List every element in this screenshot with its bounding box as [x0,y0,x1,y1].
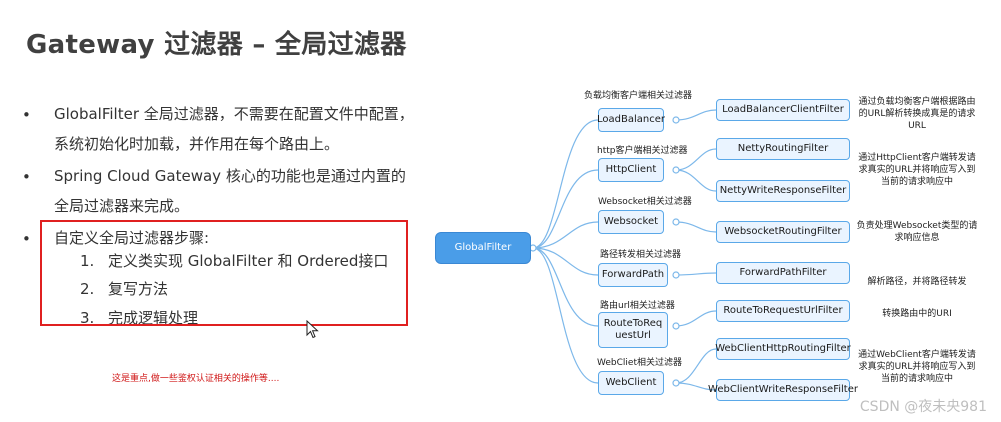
category-label: http客户端相关过滤器 [597,146,688,156]
step-item: 3. 完成逻辑处理 [80,307,198,328]
category-label: 路径转发相关过滤器 [600,250,682,260]
watermark: CSDN @夜未央981 [859,399,987,415]
step-number: 3. [80,309,95,327]
step-text: 定义类实现 GlobalFilter 和 Ordered接口 [108,252,389,270]
category-node-httpclient: HttpClient [598,158,664,182]
filter-node: NettyRoutingFilter [716,138,850,160]
bullet-text: 自定义全局过滤器步骤: [54,229,210,247]
bullet-dot: • [22,168,31,186]
step-text: 完成逻辑处理 [108,309,199,327]
filter-description: 通过HttpClient客户端转发请求真实的URL并将响应写入到当前的请求响应中 [858,153,976,187]
filter-description: 转换路由中的URI [882,309,952,319]
filter-description: 通过负载均衡客户端根据路由的URL解析转换成真是的请求URL [858,97,976,131]
category-label: WebCliet相关过滤器 [597,358,682,368]
category-label: 路由url相关过滤器 [600,301,675,311]
step-text: 复写方法 [108,280,169,298]
highlight-box [40,220,408,326]
slide-title: Gateway 过滤器 – 全局过滤器 [26,30,407,60]
filter-node: LoadBalancerClientFilter [716,99,850,121]
bullet-dot: • [22,106,31,124]
category-node-loadbalancer: LoadBalancer [597,108,665,132]
filter-node: ForwardPathFilter [716,262,850,284]
category-node-routetorequesturl: RouteToRequestUrl [598,312,668,348]
category-node-websocket: Websocket [598,210,664,234]
step-number: 2. [80,280,95,298]
bullet-text: GlobalFilter 全局过滤器，不需要在配置文件中配置，系统初始化时加载，… [54,105,414,153]
root-node-globalfilter: GlobalFilter [435,232,531,264]
annotation-note: 这是重点,做一些鉴权认证相关的操作等.... [112,374,280,384]
filter-description: 解析路径，并将路径转发 [867,277,967,287]
filter-node: WebClientHttpRoutingFilter [715,338,851,360]
category-node-webclient: WebClient [598,371,664,395]
category-label: Websocket相关过滤器 [598,197,692,207]
filter-description: 通过WebClient客户端转发请求真实的URL并将响应写入到当前的请求响应中 [858,350,976,384]
filter-node: WebsocketRoutingFilter [716,221,850,243]
step-item: 2. 复写方法 [80,278,168,299]
step-item: 1. 定义类实现 GlobalFilter 和 Ordered接口 [80,250,388,271]
mouse-cursor-icon [306,320,319,339]
category-label: 负载均衡客户端相关过滤器 [584,91,693,101]
bullet-text: Spring Cloud Gateway 核心的功能也是通过内置的全局过滤器来完… [54,167,406,215]
filter-node: WebClientWriteResponseFilter [708,379,858,401]
step-number: 1. [80,252,95,270]
filter-node: RouteToRequestUrlFilter [716,300,850,322]
bullet-dot: • [22,230,31,248]
category-node-forwardpath: ForwardPath [598,263,668,287]
filter-description: 负责处理Websocket类型的请求响应信息 [856,221,978,243]
filter-node: NettyWriteResponseFilter [716,180,850,202]
